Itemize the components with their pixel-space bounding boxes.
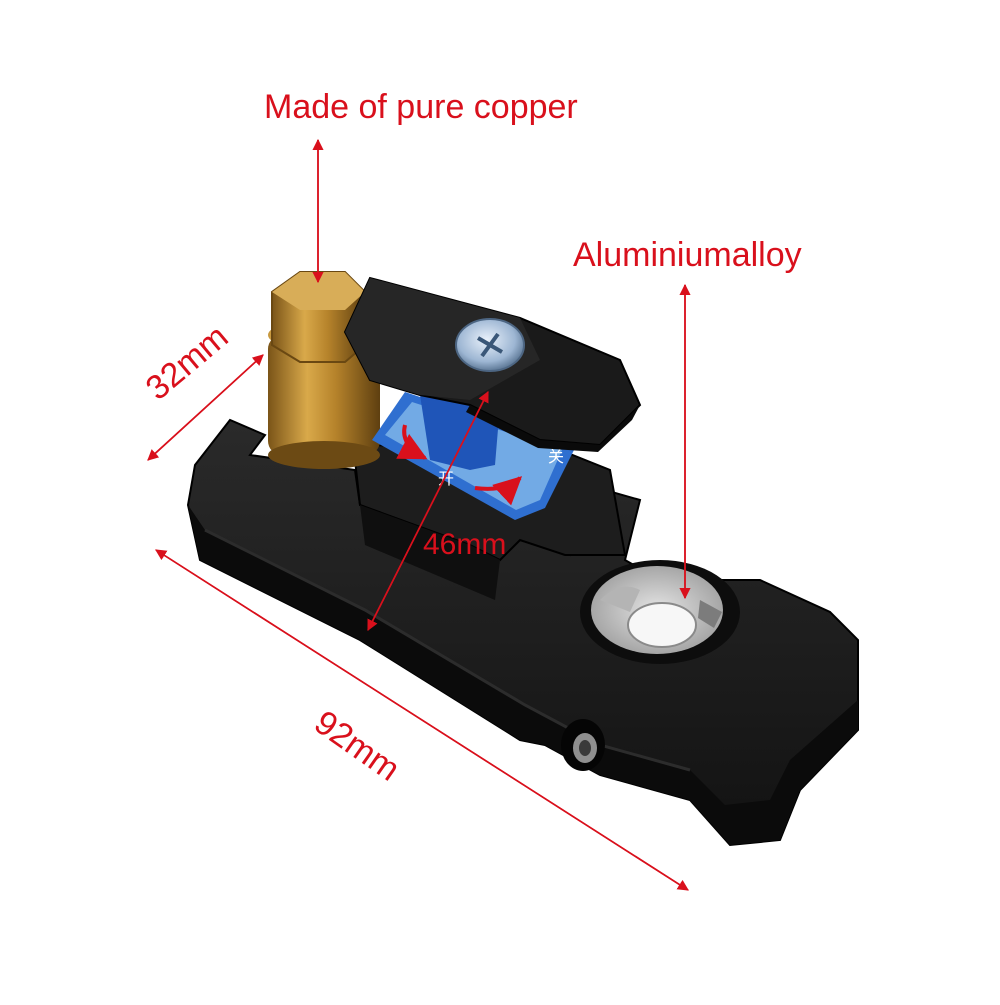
aluminium-terminal <box>580 560 740 664</box>
aluminium-material-label: Aluminiumalloy <box>573 236 802 274</box>
dimension-annotations <box>147 138 691 891</box>
width-label: 46mm <box>423 528 507 561</box>
copper-material-label: Made of pure copper <box>264 88 578 126</box>
switch-mark-off: 关 <box>548 447 564 466</box>
side-screw-hole <box>561 719 605 771</box>
switch-knob[interactable] <box>343 276 642 470</box>
